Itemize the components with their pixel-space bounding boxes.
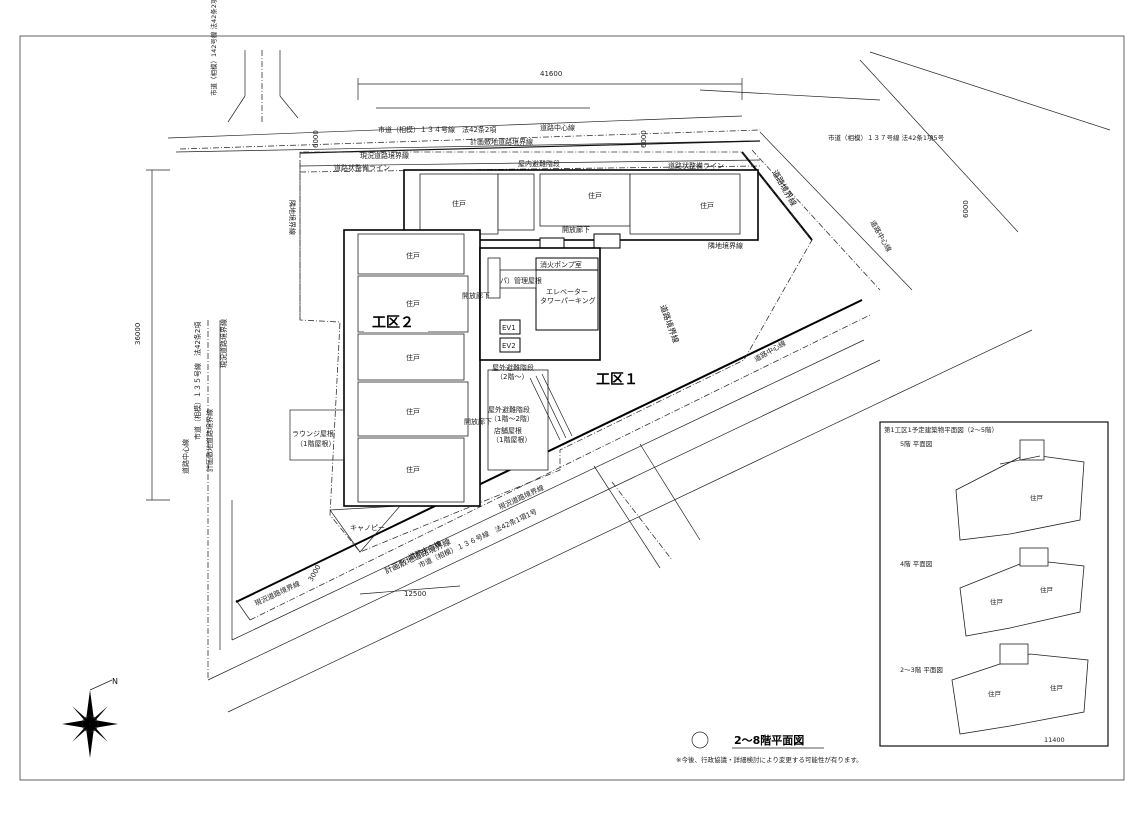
dimension-bottom: 12500 bbox=[359, 585, 461, 598]
label-shop-roof-l2: （1階屋根） bbox=[492, 435, 531, 444]
inset-floor23-unit-1: 住戸 bbox=[988, 689, 1002, 698]
label-left-center: 道路中心線 bbox=[181, 439, 190, 474]
drawing-frame bbox=[19, 35, 1125, 781]
ev2 bbox=[499, 337, 521, 353]
inset-floor4-unit-2: 住戸 bbox=[1040, 585, 1054, 594]
label-bottom-road: 市道（相模）１３６号線 法42条1項1号 bbox=[417, 507, 538, 570]
unit-west-1 bbox=[357, 233, 465, 275]
label-outdoor-stair-12-l1: 屋外避難階段 bbox=[488, 405, 530, 414]
label-left-current: 現況道路境界線 bbox=[219, 319, 228, 368]
inset-floor4-unit-1: 住戸 bbox=[990, 597, 1004, 606]
drawing-note: ※今後、行政協議・詳細検討により変更する可能性が有ります。 bbox=[676, 755, 863, 764]
outdoor-stair bbox=[487, 369, 549, 471]
inset-panel: 第1工区1予定建築物平面図（2〜5階） 5階 平面図 住戸 4階 平面図 住戸 … bbox=[879, 421, 1109, 747]
label-unit-w1: 住戸 bbox=[406, 251, 420, 260]
label-bottom-sub: 現況道路境界線 bbox=[253, 579, 301, 608]
label-open-corridor: 開放廊下 bbox=[562, 225, 590, 234]
dimension-left: 36000 bbox=[134, 169, 170, 501]
label-unit-n2: 住戸 bbox=[588, 191, 602, 200]
inset-dim: 11400 bbox=[1044, 736, 1065, 744]
label-outdoor-stair-2-l1: 屋外避難階段 bbox=[492, 363, 534, 372]
dim-right-setback: 6000 bbox=[962, 200, 970, 218]
label-elevator-parking-l2: タワーパーキング bbox=[540, 296, 596, 305]
canopy bbox=[329, 505, 401, 553]
label-ev2: EV2 bbox=[502, 342, 516, 350]
label-bottom-current: 現況道路境界線 bbox=[497, 483, 545, 512]
label-canopy: キャノピー bbox=[350, 524, 385, 532]
lounge-roof bbox=[289, 409, 345, 461]
label-unit-n3: 住戸 bbox=[700, 201, 714, 210]
label-lounge-roof-l2: （1階屋根） bbox=[296, 439, 335, 448]
label-unit-w4: 住戸 bbox=[406, 407, 420, 416]
right-road bbox=[699, 51, 1111, 291]
unit-west-5 bbox=[357, 437, 465, 503]
label-fire-pump: 消火ポンプ室 bbox=[540, 260, 582, 269]
inset-floor5-label: 5階 平面図 bbox=[900, 439, 932, 448]
label-top-wall-right: 道路状整備ライン bbox=[668, 161, 724, 170]
label-right-boundary: 隣地境界線 bbox=[708, 241, 743, 250]
label-outdoor-stair-12-l2: （1階〜2階） bbox=[490, 414, 534, 423]
unit-north-3 bbox=[629, 173, 741, 235]
north-label: N bbox=[112, 677, 118, 686]
dim-top-setback-right: 6000 bbox=[640, 130, 648, 148]
bottom-road bbox=[207, 299, 1033, 713]
site-boundary bbox=[299, 151, 813, 553]
north-arrow-icon bbox=[62, 679, 118, 758]
label-indoor-stair: 屋内避難階段 bbox=[518, 159, 560, 168]
inset-floor23-label: 2〜3階 平面図 bbox=[900, 665, 943, 674]
inset-floor4-label: 4階 平面図 bbox=[900, 559, 932, 568]
zone-2-label: 工区２ bbox=[372, 315, 414, 331]
title-mark-icon bbox=[691, 731, 709, 749]
unit-west-4 bbox=[357, 381, 469, 437]
label-top-center: 道路中心線 bbox=[540, 123, 575, 132]
label-open-corridor-2: 開放廊下 bbox=[462, 291, 490, 300]
label-top-current: 現況道路境界線 bbox=[360, 151, 409, 160]
unit-west-3 bbox=[357, 333, 465, 381]
label-top-planned: 計画敷地道路境界線 bbox=[470, 137, 533, 146]
label-lounge-roof-l1: ラウンジ屋根 bbox=[292, 429, 334, 438]
dim-top-width: 41600 bbox=[540, 70, 562, 78]
elevator-parking bbox=[535, 269, 599, 331]
dim-bottom-width: 12500 bbox=[404, 590, 426, 598]
dim-top-setback-left: 6000 bbox=[312, 130, 320, 148]
label-unit-w5: 住戸 bbox=[406, 465, 420, 474]
top-road bbox=[167, 50, 761, 173]
dimension-top: 41600 bbox=[357, 70, 743, 100]
zone-1-label: 工区１ bbox=[596, 372, 638, 388]
label-outdoor-stair-2-l2: （2階〜） bbox=[496, 372, 528, 381]
label-top-road: 市道（相模）１３４号線 法42条2項 bbox=[378, 125, 496, 134]
label-ev1: EV1 bbox=[502, 324, 516, 332]
label-top-left-road: 市道（相模）142号線 法42条2項 bbox=[209, 0, 218, 96]
ev1 bbox=[499, 319, 521, 335]
label-right-road-note: 市道（相模）１３７号線 法42条1項5号 bbox=[828, 133, 945, 142]
label-right-road-boundary: 道路境界線 bbox=[770, 168, 799, 208]
label-top-wall-left: 道路状整備ライン bbox=[334, 163, 390, 172]
dim-left-height: 36000 bbox=[134, 323, 142, 345]
unit-north-1 bbox=[419, 173, 499, 235]
label-left-planned: 計画敷地道路境界線 bbox=[205, 409, 214, 472]
label-shop-roof-l1: 店舗屋根 bbox=[494, 426, 522, 435]
inset-title: 第1工区1予定建築物平面図（2〜5階） bbox=[884, 425, 998, 434]
label-parking-control: パ）管理屋根 bbox=[500, 276, 542, 285]
label-unit-w3: 住戸 bbox=[406, 353, 420, 362]
label-left-boundary: 隣地境界線 bbox=[288, 200, 297, 235]
stair-core-north bbox=[497, 173, 535, 231]
drawing-title: 2〜8階平面図 bbox=[734, 733, 804, 747]
label-unit-n1: 住戸 bbox=[452, 199, 466, 208]
inset-floor23-unit-2: 住戸 bbox=[1050, 683, 1064, 692]
label-open-corridor-3: 開放廊下 bbox=[464, 417, 492, 426]
label-elevator-parking-l1: エレベーター bbox=[546, 287, 588, 296]
inset-floor5-unit: 住戸 bbox=[1030, 493, 1044, 502]
label-unit-w2: 住戸 bbox=[406, 299, 420, 308]
unit-north-2 bbox=[539, 173, 631, 227]
label-right-road-boundary-2: 道路境界線 bbox=[658, 303, 681, 344]
label-left-road: 市道（相模）１３５号線 法42条2項 bbox=[193, 322, 202, 440]
